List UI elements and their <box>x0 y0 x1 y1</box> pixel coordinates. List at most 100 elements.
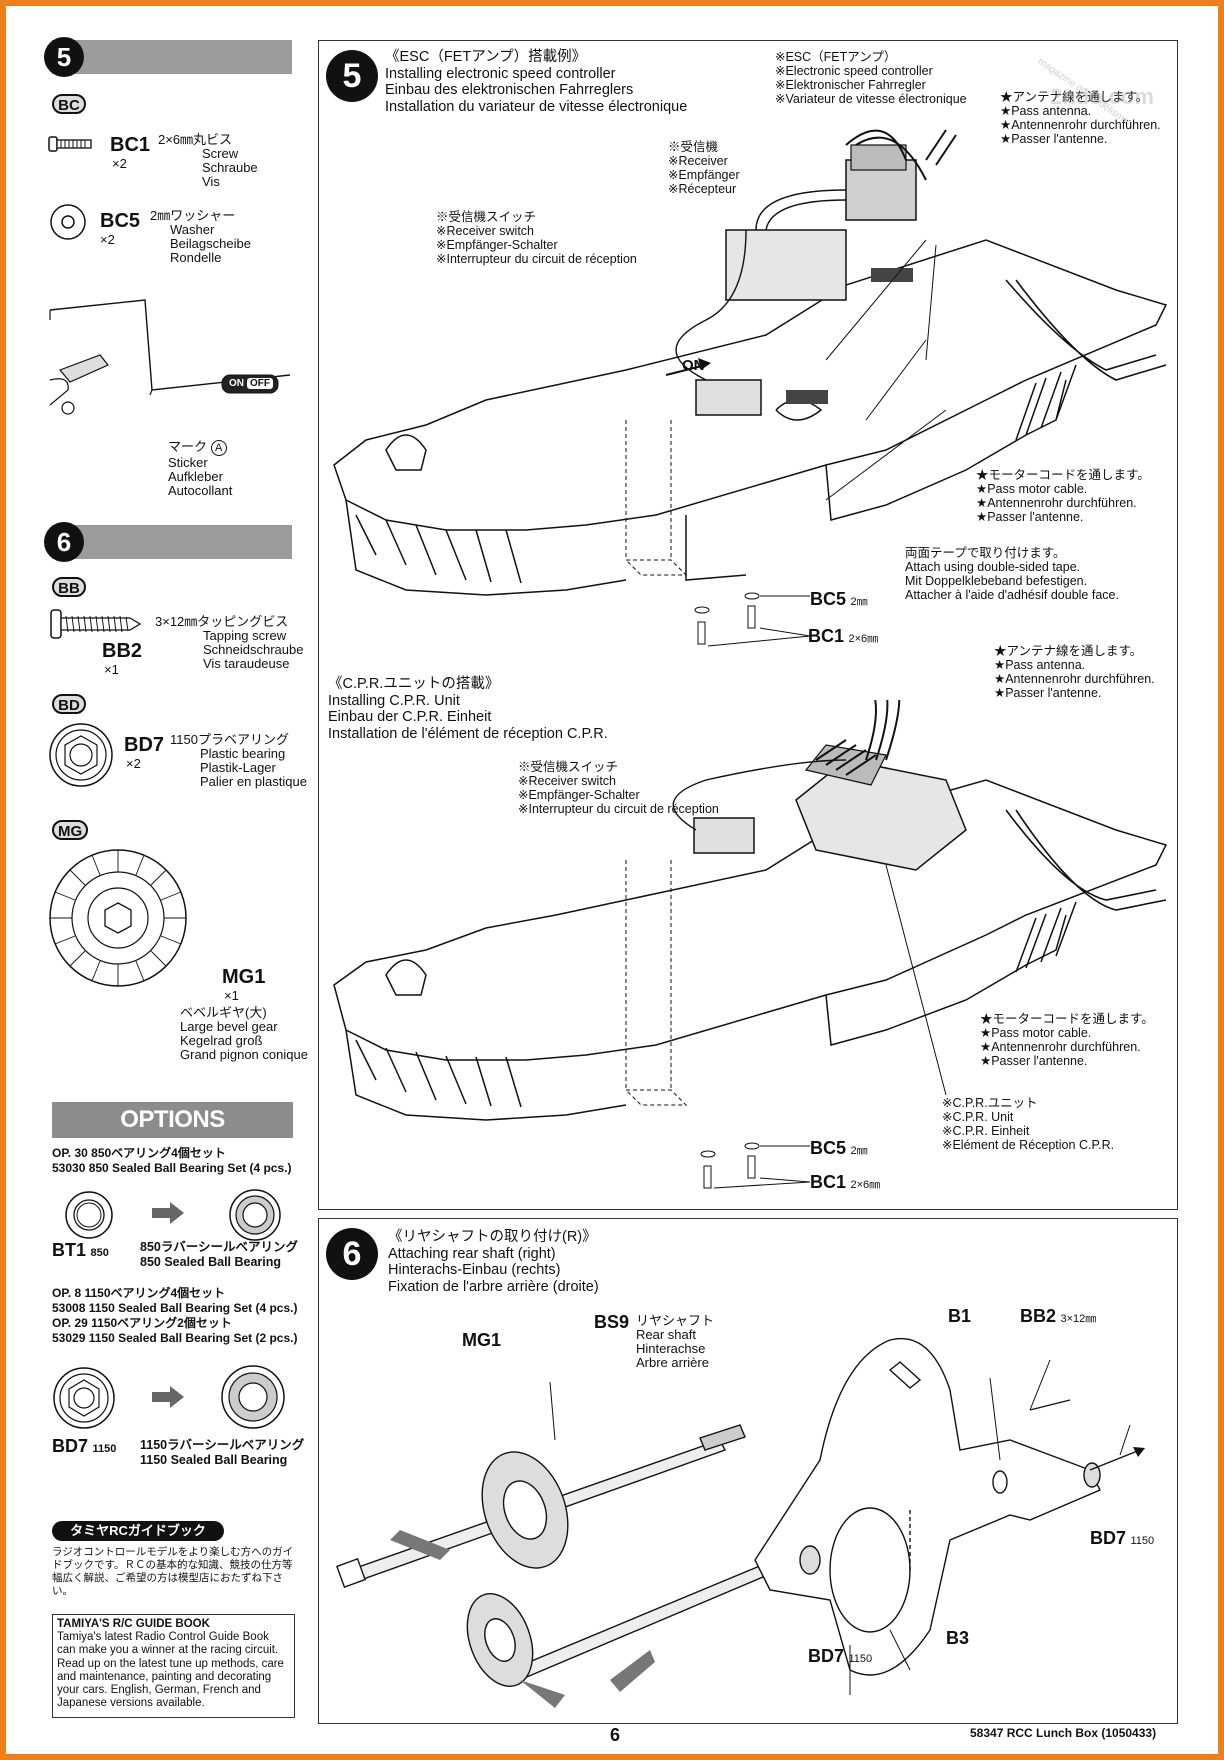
bag-bc-badge: BC <box>52 94 86 114</box>
receiver-switch-2-jp: ※受信機スイッチ <box>518 760 619 774</box>
sticker-jp: マーク <box>168 439 208 454</box>
bb2-callout-size: 3×12㎜ <box>1060 1313 1097 1325</box>
bt1-desc: 850ラバーシールベアリング 850 Sealed Ball Bearing <box>140 1240 298 1269</box>
bb2-qty: ×1 <box>104 662 119 677</box>
bb2-en: Tapping screw <box>203 628 287 643</box>
bd7-option-desc: 1150ラバーシールベアリング 1150 Sealed Ball Bearing <box>140 1438 304 1467</box>
bc1-callout-1-size: 2×6㎜ <box>848 633 879 645</box>
sticker-letter: A <box>210 440 227 456</box>
bc1-code: BC1 <box>110 134 151 156</box>
motor-note-2-fr: ★Passer l'antenne. <box>980 1054 1088 1068</box>
sticker-fr: Autocollant <box>168 483 233 498</box>
mg1-desc: ベベルギヤ(大) Large bevel gear Kegelrad groß … <box>180 1006 308 1062</box>
bd7-option-label: BD7 1150 <box>52 1436 116 1457</box>
guide-jp-text: ラジオコントロールモデルをより楽しむ方へのガイドブックです。ＲＣの基本的な知識、… <box>52 1546 294 1597</box>
receiver-label-en: ※Receiver <box>668 154 728 168</box>
screw-washer-set-1 <box>694 592 810 647</box>
esc-label: ※ESC（FETアンプ） ※Electronic speed controlle… <box>775 50 967 106</box>
rear-shaft-illustration <box>336 1338 1145 1708</box>
bc1-fr: Vis <box>202 174 220 189</box>
mg1-jp: ベベルギヤ(大) <box>180 1005 267 1020</box>
bt1-jp: 850ラバーシールベアリング <box>140 1240 298 1254</box>
esc-label-fr: ※Variateur de vitesse électronique <box>775 92 967 106</box>
bt1-bearing-icon <box>65 1191 113 1239</box>
sticker-on-label: ON <box>229 378 244 389</box>
bt1-en: 850 Sealed Ball Bearing <box>140 1254 282 1269</box>
bc5-callout-2-size: 2㎜ <box>850 1145 868 1157</box>
bd7-option-size: 1150 <box>92 1443 117 1455</box>
bd7-fr: Palier en plastique <box>200 774 307 789</box>
tape-note-en: Attach using double-sided tape. <box>905 560 1081 574</box>
bs9-de: Hinterachse <box>636 1341 706 1356</box>
bd7-size: 1150プラベアリング <box>170 732 289 747</box>
options-title: OPTIONS <box>52 1102 293 1138</box>
cpr-title-de: Einbau der C.P.R. Einheit <box>328 709 492 725</box>
op30-line1: OP. 30 850ベアリング4個セット <box>52 1146 226 1160</box>
bag-bd-badge: BD <box>52 694 86 714</box>
motor-note-1-en: ★Pass motor cable. <box>976 482 1088 496</box>
sealed-bearing-1150-icon <box>221 1365 285 1429</box>
chassis-cpr-illustration <box>333 700 1168 1121</box>
antenna-note-1: ★アンテナ線を通します。 ★Pass antenna. ★Antennenroh… <box>1000 90 1161 146</box>
cpr-title-en: Installing C.P.R. Unit <box>328 692 460 709</box>
bt1-size: 850 <box>90 1247 109 1259</box>
sealed-bearing-850-icon <box>229 1189 281 1241</box>
mg1-qty: ×1 <box>224 988 239 1003</box>
bs9-jp: リヤシャフト <box>636 1313 715 1328</box>
bc1-callout-2: BC1 2×6㎜ <box>810 1172 880 1193</box>
bt1-label: BT1 850 <box>52 1240 109 1261</box>
cpr-unit-label: ※C.P.R.ユニット ※C.P.R. Unit ※C.P.R. Einheit… <box>942 1096 1114 1152</box>
mg1-fr: Grand pignon conique <box>180 1047 308 1062</box>
bc1-callout-2-code: BC1 <box>810 1172 847 1192</box>
bd7-desc: 1150プラベアリング Plastic bearing Plastik-Lage… <box>170 733 307 789</box>
guide-box: TAMIYA'S R/C GUIDE BOOK Tamiya's latest … <box>52 1614 295 1718</box>
bc1-callout-1: BC1 2×6㎜ <box>808 626 878 647</box>
op30-info: OP. 30 850ベアリング4個セット 53030 850 Sealed Ba… <box>52 1146 291 1176</box>
screw-icon <box>48 136 92 152</box>
bb2-code: BB2 <box>102 640 143 662</box>
panel5-title-en: Installing electronic speed controller <box>385 65 616 82</box>
esc-label-jp: ※ESC（FETアンプ） <box>775 50 897 64</box>
bb2-de: Schneidschraube <box>203 642 304 657</box>
double-sided-tape-note: 両面テープで取り付けます。 Attach using double-sided … <box>905 546 1119 602</box>
op29-line2: 53029 1150 Sealed Ball Bearing Set (2 pc… <box>52 1331 298 1345</box>
guide-en-title: TAMIYA'S R/C GUIDE BOOK <box>57 1618 210 1630</box>
antenna-note-2: ★アンテナ線を通します。 ★Pass antenna. ★Antennenroh… <box>994 644 1155 700</box>
b1-callout: B1 <box>948 1306 972 1326</box>
bd7-callout-bottom: BD7 1150 <box>808 1646 872 1667</box>
bc5-fr: Rondelle <box>170 250 222 265</box>
panel6-title: 《リヤシャフトの取り付け(R)》 Attaching rear shaft (r… <box>388 1229 599 1295</box>
bd7-qty: ×2 <box>126 756 141 771</box>
antenna-note-2-fr: ★Passer l'antenne. <box>994 686 1102 700</box>
receiver-label-fr: ※Récepteur <box>668 182 737 196</box>
antenna-note-1-de: ★Antennenrohr durchführen. <box>1000 118 1161 132</box>
motor-note-1-fr: ★Passer l'antenne. <box>976 510 1084 524</box>
cpr-unit-jp: ※C.P.R.ユニット <box>942 1096 1038 1110</box>
sticker-off-label: OFF <box>247 378 273 389</box>
bc5-callout-2-code: BC5 <box>810 1138 847 1158</box>
arrow-right-icon-2 <box>152 1386 184 1408</box>
bevel-gear-icon <box>49 849 187 987</box>
panel5-title: 《ESC（FETアンプ）搭載例》 Installing electronic s… <box>385 49 687 115</box>
step5-number: 5 <box>44 37 84 77</box>
bd7-option-en: 1150 Sealed Ball Bearing <box>140 1452 288 1467</box>
antenna-note-1-en: ★Pass antenna. <box>1000 104 1092 118</box>
bd7-callout-right: BD7 1150 <box>1090 1528 1154 1549</box>
bb2-size: 3×12㎜タッピングビス <box>155 614 289 629</box>
bc5-callout-1-size: 2㎜ <box>850 596 868 608</box>
op8-line2: 53008 1150 Sealed Ball Bearing Set (4 pc… <box>52 1301 298 1315</box>
receiver-switch-label-1: ※受信機スイッチ ※Receiver switch ※Empfänger-Sch… <box>436 210 637 266</box>
motor-note-1-de: ★Antennenrohr durchführen. <box>976 496 1137 510</box>
receiver-switch-1-en: ※Receiver switch <box>436 224 534 238</box>
mg1-en: Large bevel gear <box>180 1019 278 1034</box>
bb2-fr: Vis taraudeuse <box>203 656 290 671</box>
panel6-number: 6 <box>326 1228 378 1280</box>
bc5-en: Washer <box>170 222 215 237</box>
motor-note-1-jp: ★モーターコードを通します。 <box>976 468 1150 482</box>
bd7-code: BD7 <box>124 734 165 756</box>
tape-note-de: Mit Doppelklebeband befestigen. <box>905 574 1088 588</box>
bc1-callout-1-code: BC1 <box>808 626 845 646</box>
cpr-title-jp: 《C.P.R.ユニットの搭載》 <box>328 676 500 692</box>
cpr-title: 《C.P.R.ユニットの搭載》 Installing C.P.R. Unit E… <box>328 676 608 742</box>
receiver-label-jp: ※受信機 <box>668 140 719 154</box>
